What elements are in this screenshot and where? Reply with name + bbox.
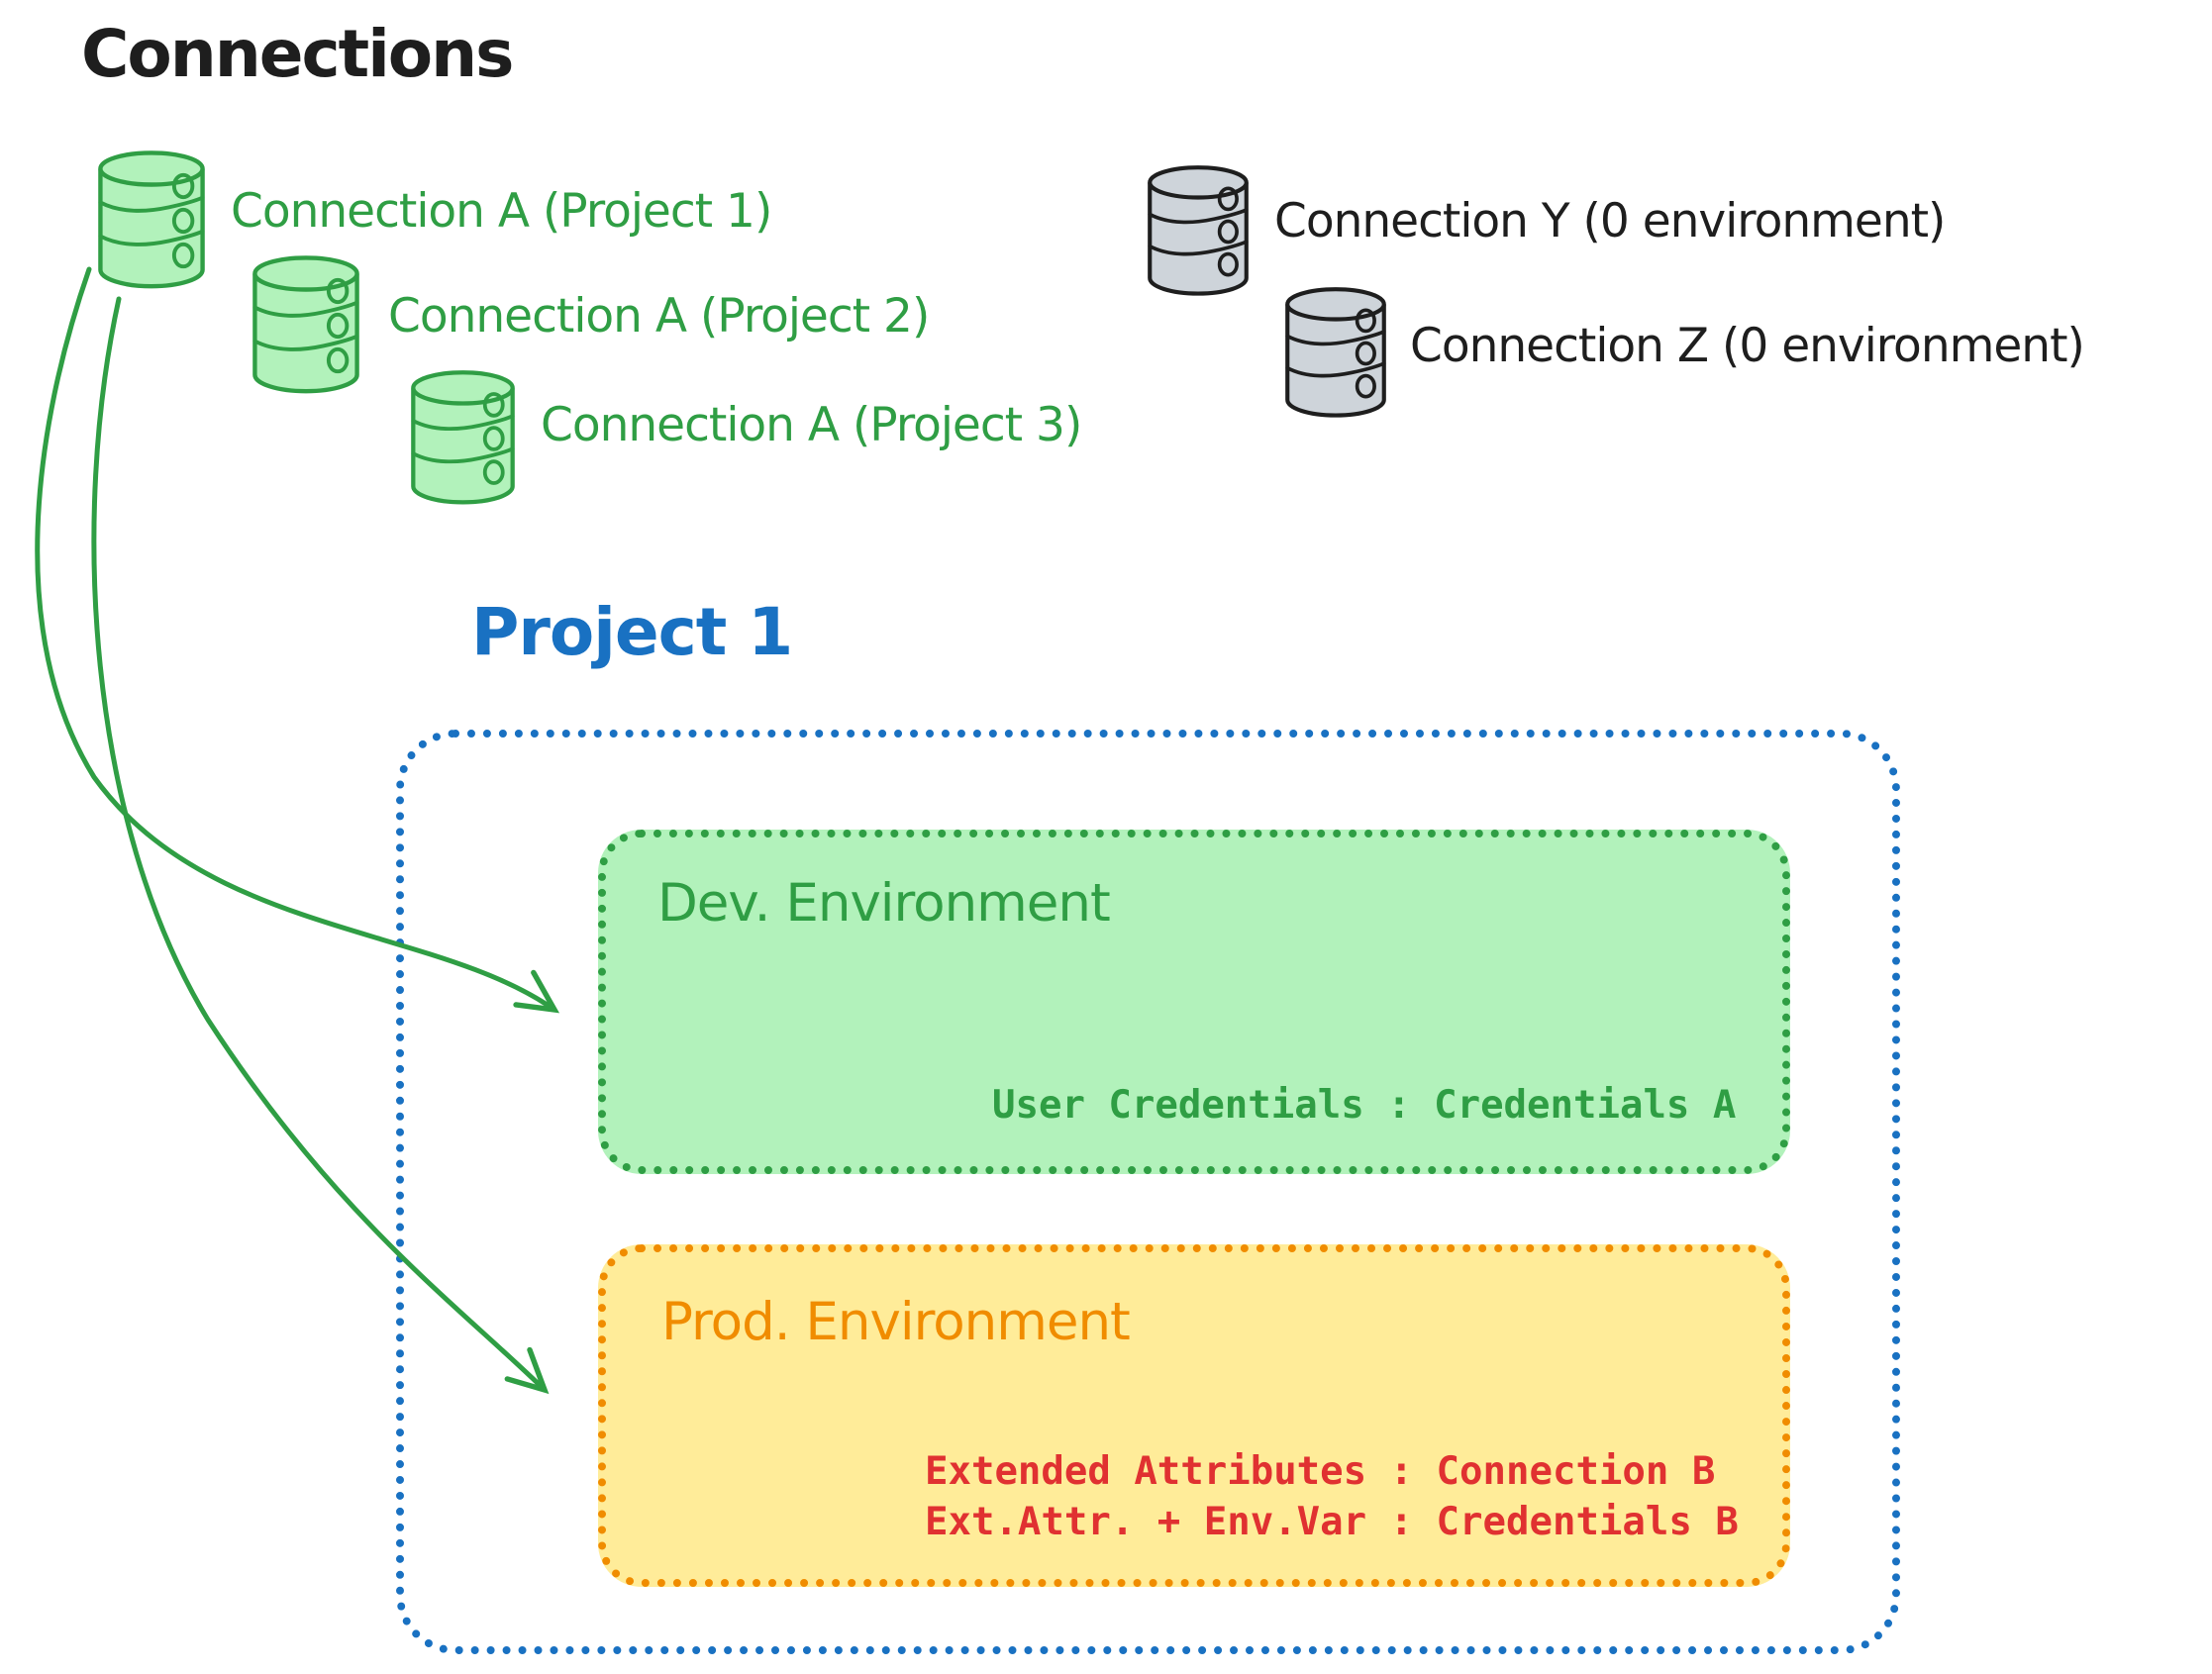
- dev-credentials-text: User Credentials : Credentials A: [992, 1083, 1737, 1128]
- prod-environment-box: Prod. Environment Extended Attributes : …: [598, 1244, 1790, 1587]
- prod-mapping-line-2: Ext.Attr. + Env.Var : Credentials B: [925, 1500, 1739, 1544]
- label-connection-a-project3: Connection A (Project 3): [541, 398, 1082, 452]
- database-icon-connection-z: [1280, 285, 1391, 422]
- label-connection-y: Connection Y (0 environment): [1274, 194, 1946, 248]
- label-connection-z: Connection Z (0 environment): [1410, 319, 2085, 373]
- prod-environment-title: Prod. Environment: [661, 1292, 1131, 1352]
- database-icon-connection-a-project1: [93, 148, 210, 293]
- database-icon-connection-y: [1143, 163, 1254, 300]
- prod-mapping-line-1: Extended Attributes : Connection B: [925, 1449, 1716, 1494]
- project-title: Project 1: [471, 594, 793, 670]
- page-title: Connections: [81, 16, 514, 92]
- prod-mapping-lines: Extended Attributes : Connection B Ext.A…: [925, 1446, 1739, 1547]
- label-connection-a-project1: Connection A (Project 1): [231, 184, 772, 239]
- label-connection-a-project2: Connection A (Project 2): [388, 289, 930, 344]
- dev-environment-title: Dev. Environment: [657, 873, 1111, 934]
- database-icon-connection-a-project2: [248, 253, 364, 398]
- dev-environment-box: Dev. Environment User Credentials : Cred…: [598, 830, 1790, 1174]
- database-icon-connection-a-project3: [406, 368, 520, 509]
